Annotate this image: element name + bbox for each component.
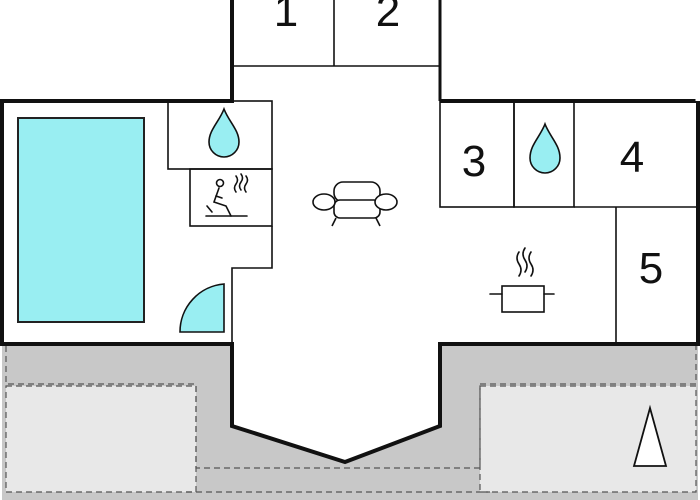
north-arrow-icon — [632, 404, 668, 467]
terrace — [2, 344, 698, 500]
pool — [17, 117, 145, 323]
exterior-walls — [0, 0, 700, 465]
pool-room — [17, 117, 145, 323]
room-5-label: 5 — [639, 244, 663, 293]
terrace-outline — [5, 346, 697, 469]
door-swing-icon — [179, 283, 225, 333]
water-drop-icon — [529, 121, 561, 174]
terrace-left — [5, 385, 197, 493]
room-3-label: 3 — [462, 137, 486, 186]
room-1-label: 1 — [274, 0, 298, 36]
terrace-right — [479, 385, 697, 493]
interior-walls — [167, 0, 698, 344]
sauna-icon — [205, 173, 249, 217]
water-drop-icon — [208, 106, 240, 158]
cooking-pot-icon — [489, 247, 555, 313]
room-2-label: 2 — [376, 0, 400, 36]
sofa-icon — [312, 181, 398, 227]
room-4-label: 4 — [620, 133, 644, 182]
